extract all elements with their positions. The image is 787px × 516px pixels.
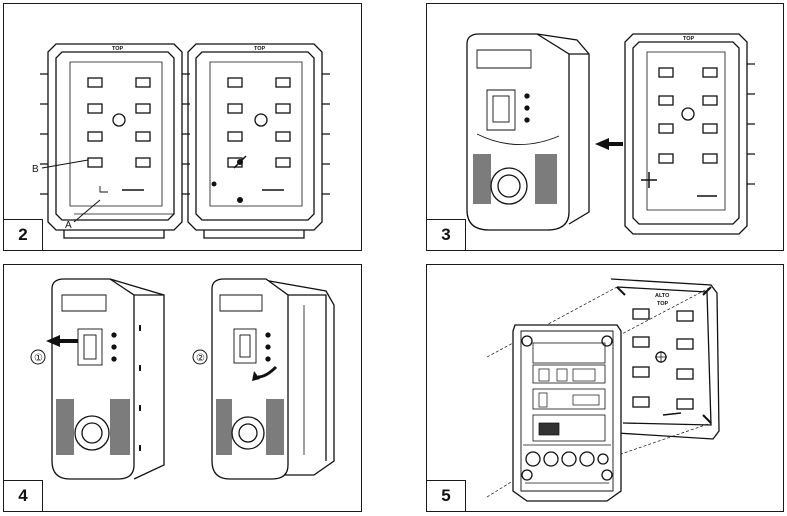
step-2-illustration: TOP B A TOP [32,43,330,239]
mounting-frame-left [40,43,190,239]
step-1-marker: ① [34,353,43,364]
step-3-illustration: TOP [466,33,755,235]
charger-unit [466,33,590,231]
step-3-panel: TOP 3 [426,3,784,251]
step-5-panel: ALTO TOP [426,264,784,512]
arrow-icon [595,138,623,150]
step-5-illustration: ALTO TOP [486,278,720,502]
top-label-left: TOP [112,46,124,52]
step-number: 2 [4,219,43,250]
step-4-panel: ① ② 4 [3,264,362,512]
step-2-panel: TOP B A TOP 2 [3,3,362,251]
top-label-right: TOP [254,46,266,52]
pull-arrow-icon [46,335,78,347]
top-label: TOP [657,301,669,307]
top-label: TOP [683,36,695,42]
charger-unit-open [211,278,335,480]
step-2-marker: ② [196,353,205,364]
charger-open-base [512,324,622,502]
step-number: 3 [427,219,466,250]
pointer-b [41,159,89,169]
step-4-illustration: ① ② [30,278,335,480]
step-number: 5 [427,480,466,511]
pointer-a [73,199,101,223]
label-b: B [32,164,39,175]
hinge-arrow-icon [257,365,278,379]
step-number: 4 [4,480,43,511]
screw-icons [211,155,247,203]
mounting-frame-right [187,43,330,239]
label-a: A [65,220,72,231]
mounting-frame [624,33,755,235]
alto-label: ALTO [655,293,670,299]
charger-unit-front [51,278,165,480]
mounting-frame [610,278,720,440]
